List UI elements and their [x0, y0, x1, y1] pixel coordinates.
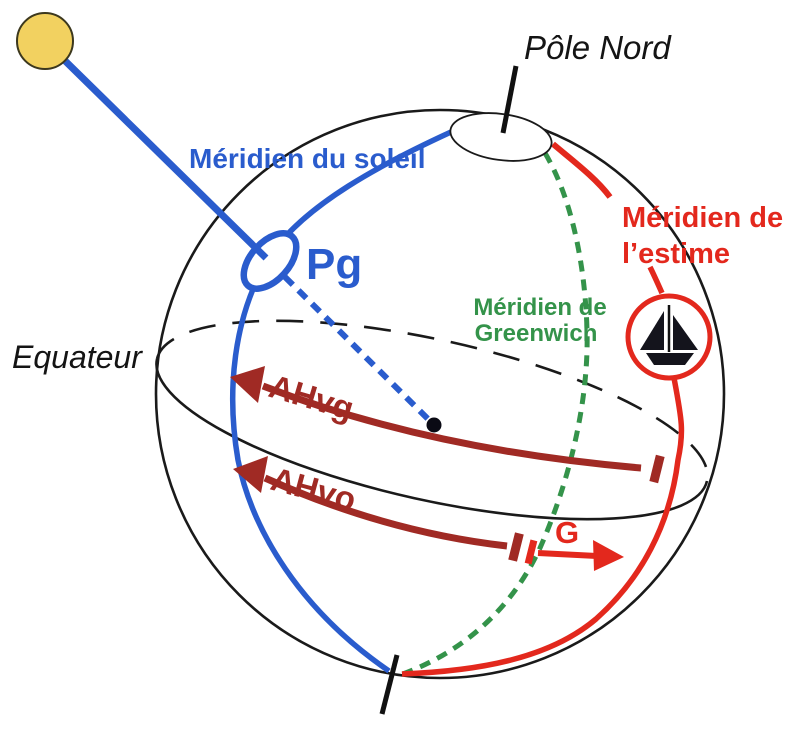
g-arrowhead [593, 540, 624, 571]
svg-text:l’estime: l’estime [622, 238, 730, 270]
svg-text:Méridien de: Méridien de [473, 294, 606, 321]
ahvg-arrowhead [230, 366, 265, 403]
sun-meridian-line [230, 129, 453, 674]
g-start-tick [524, 539, 538, 565]
ahvo-arrow [233, 456, 524, 562]
g-label: G [555, 515, 579, 550]
svg-text:Méridien de: Méridien de [622, 202, 783, 234]
g-arrow [524, 539, 624, 571]
sphere-center-dot [426, 417, 442, 433]
ahvo-end-tick [508, 532, 524, 562]
greenwich-meridian-label: Méridien de Greenwich [473, 294, 606, 347]
pole-nord-label: Pôle Nord [524, 29, 672, 66]
south-axis-tick [379, 654, 400, 715]
ahvo-arrowhead [233, 456, 268, 493]
estime-meridian-label: Méridien de l’estime [622, 202, 783, 270]
sailboat-icon [640, 305, 698, 365]
sun-meridian-label: Méridien du soleil [189, 143, 425, 174]
pg-label: Pg [306, 240, 362, 289]
equator-back-dashed [155, 319, 709, 482]
ahvg-end-tick [649, 454, 665, 484]
estime-meridian-line [401, 141, 685, 677]
sun-ray-line [49, 45, 269, 261]
greenwich-meridian-line [399, 151, 590, 678]
boat-marker [625, 293, 713, 381]
pg-center-dashed-line [282, 274, 431, 422]
north-axis-tick [500, 65, 519, 134]
svg-text:Greenwich: Greenwich [475, 320, 598, 347]
equateur-label: Equateur [12, 339, 143, 375]
sphere-outline [154, 108, 726, 680]
sun-icon [16, 12, 74, 70]
ahvg-arrow [230, 366, 665, 484]
